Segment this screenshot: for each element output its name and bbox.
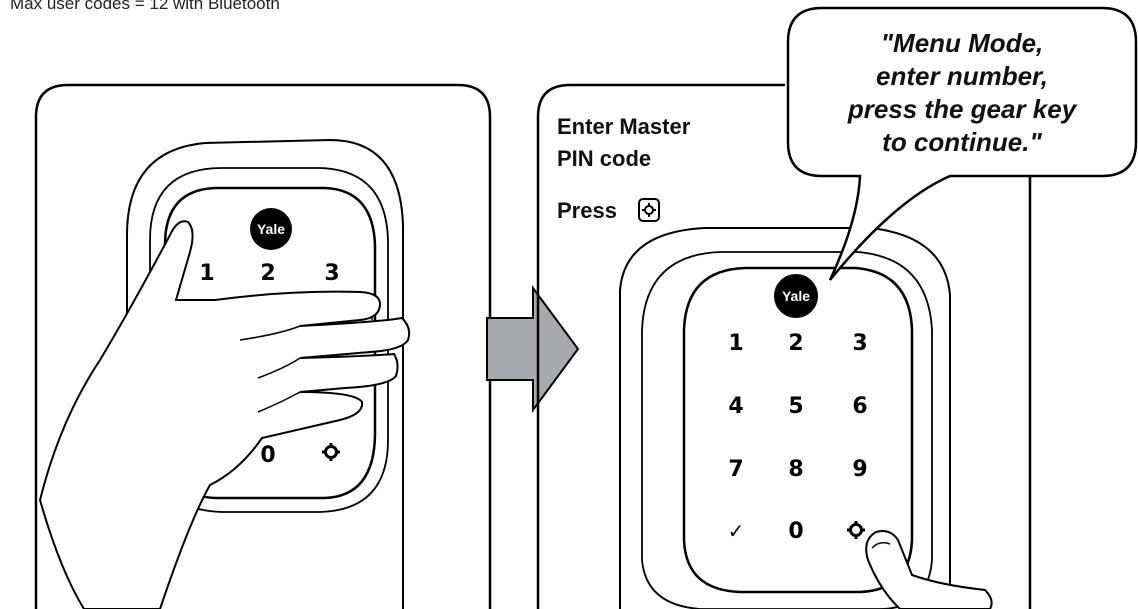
- left-key-3: 3: [324, 261, 339, 286]
- finger-pressing-gear: [865, 530, 993, 609]
- fingernail: [871, 541, 891, 549]
- right-keypad-panel: [682, 266, 914, 594]
- key-8: 8: [788, 457, 803, 482]
- gear-icon: [847, 521, 865, 539]
- right-panel-frame: [536, 83, 1032, 609]
- left-key-0: 0: [260, 443, 275, 468]
- instruction-line-2: PIN code: [557, 146, 651, 171]
- bubble-line-3: press the gear key: [847, 94, 1078, 124]
- left-panel: Yale 1 2 3 0: [34, 83, 492, 609]
- gear-key-icon: [638, 198, 660, 222]
- hand-covering-keypad: [38, 220, 411, 609]
- press-label: Press: [557, 198, 617, 223]
- left-panel-frame: [34, 83, 492, 609]
- left-key-1: 1: [199, 261, 214, 286]
- key-2: 2: [788, 331, 803, 356]
- bubble-line-1: "Menu Mode,: [881, 28, 1044, 58]
- key-9: 9: [852, 457, 867, 482]
- left-key-2: 2: [260, 261, 275, 286]
- right-lock-housing: [619, 227, 951, 609]
- right-yale-logo: Yale: [774, 274, 818, 318]
- bubble-line-4: to continue.": [882, 127, 1042, 157]
- left-lock-housing: [126, 138, 404, 609]
- right-panel: Enter Master PIN code Press Yale 1 2 3 4…: [536, 83, 1032, 609]
- speech-bubble: "Menu Mode, enter number, press the gear…: [786, 6, 1138, 281]
- instruction-line-1: Enter Master: [557, 114, 691, 139]
- bubble-line-2: enter number,: [876, 61, 1048, 91]
- key-3: 3: [852, 331, 867, 356]
- right-lock-bezel: [641, 251, 933, 609]
- key-4: 4: [728, 394, 743, 419]
- header-note: Max user codes = 12 with Bluetooth: [10, 0, 280, 13]
- next-step-arrow: [486, 284, 580, 414]
- finger-creases: [239, 325, 301, 413]
- left-yale-logo: Yale: [250, 208, 292, 250]
- check-key: ✓: [728, 519, 745, 543]
- gear-icon: [322, 443, 340, 461]
- svg-text:Yale: Yale: [257, 221, 285, 237]
- key-1: 1: [728, 331, 743, 356]
- speech-bubble-shape: [786, 6, 1138, 281]
- svg-text:Yale: Yale: [782, 288, 810, 304]
- key-6: 6: [852, 394, 867, 419]
- key-5: 5: [788, 394, 803, 419]
- key-0: 0: [788, 519, 803, 544]
- key-7: 7: [728, 457, 743, 482]
